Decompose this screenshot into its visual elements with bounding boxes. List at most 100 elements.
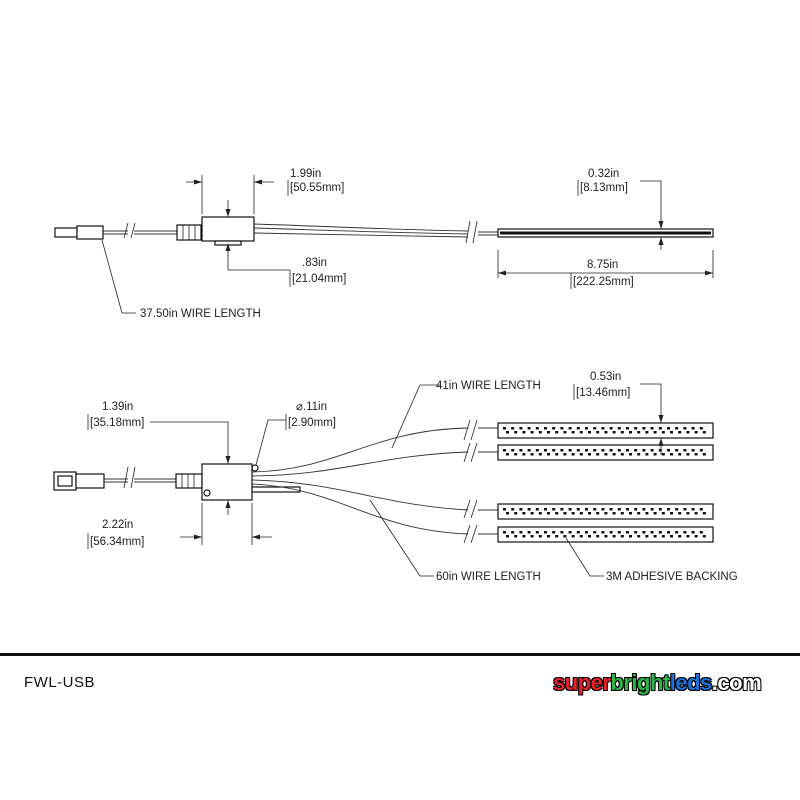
led-chip [612,512,616,515]
bottom-module-length-in: 2.22in [102,519,133,531]
top-view: 1.99in [50.55mm] .83in [21.04mm] 0.32in … [54,168,714,320]
led-chip [645,431,649,434]
led-chip [658,427,662,430]
led-chip [538,431,542,434]
bottom-module-length-mm: [56.34mm] [90,536,144,548]
led-chip [579,453,583,456]
led-chip [702,453,706,456]
led-chip [555,535,559,538]
led-chip [670,453,673,456]
led-chip [609,449,613,452]
led-chip [650,427,654,430]
led-chip [629,535,632,538]
led-chip [642,531,646,534]
led-chip [547,512,550,515]
strip-1 [497,422,714,439]
led-chip [547,431,550,434]
led-chip [699,531,703,534]
top-cable-left [103,230,128,235]
led-chip [519,449,523,452]
led-chip [522,431,526,434]
led-chip [514,535,518,538]
top-strip-height-mm: [8.13mm] [580,182,628,194]
led-chip [544,449,547,452]
led-chip [503,508,506,511]
led-chip [678,453,682,456]
led-chip [686,512,690,515]
led-chip [571,512,575,515]
led-chip [675,531,679,534]
logo-segment: bright [610,670,670,695]
bottom-strip-height-mm: [13.46mm] [576,387,630,399]
led-chip [601,449,605,452]
led-chip [511,427,515,430]
led-chip [691,508,695,511]
led-chip [675,449,679,452]
led-chip [683,508,687,511]
led-chip [642,449,646,452]
logo-segment: .com [711,670,762,695]
led-chip [658,508,662,511]
led-chip [519,508,523,511]
led-chip [522,535,526,538]
lower-wire-b [251,483,469,535]
led-chip [661,512,665,515]
led-chip [629,453,632,456]
led-chip [568,508,572,511]
led-chip [538,535,542,538]
led-chip [683,531,687,534]
upper-wire-a [251,427,469,473]
led-chip [650,449,654,452]
led-chip [555,453,559,456]
led-chip [609,531,613,534]
led-chip [560,449,564,452]
led-chip [609,427,613,430]
strip-3 [497,503,714,520]
led-chip [552,427,556,430]
led-chip [661,453,665,456]
led-chip [612,431,616,434]
top-cable [134,230,180,235]
led-chip [585,531,588,534]
led-chip [530,453,534,456]
led-chip [527,508,531,511]
lower-wire-a [251,479,469,511]
led-chip [527,427,531,430]
led-chip [530,431,534,434]
led-chip [601,427,605,430]
strip-4 [497,526,714,543]
led-chip [645,453,649,456]
led-chip [678,431,682,434]
led-chip [535,508,539,511]
led-chip [506,535,509,538]
led-chip [563,512,567,515]
led-chip [571,535,575,538]
adhesive-label: 3M ADHESIVE BACKING [606,571,738,583]
led-chip [576,531,580,534]
top-break-left [123,222,136,239]
bottom-connector [175,473,203,489]
strip-2 [497,444,714,461]
led-chip [650,508,654,511]
led-chip [552,449,556,452]
led-chip [670,535,673,538]
usb-plug-housing [75,473,105,489]
led-chip [552,508,556,511]
led-chip [538,512,542,515]
top-strip-length-mm: [222.25mm] [573,276,634,288]
led-chip [506,431,509,434]
led-chip [568,427,572,430]
led-chip [503,449,506,452]
led-chip [601,531,605,534]
led-chip [637,512,641,515]
led-chip [612,535,616,538]
led-chip [612,453,616,456]
led-chip [514,512,518,515]
led-strip-2 [497,444,714,461]
footer-divider [0,653,800,656]
led-chip [653,535,657,538]
led-chip [593,531,597,534]
top-break-right [465,220,478,244]
led-chip [588,512,591,515]
led-chip [667,508,670,511]
